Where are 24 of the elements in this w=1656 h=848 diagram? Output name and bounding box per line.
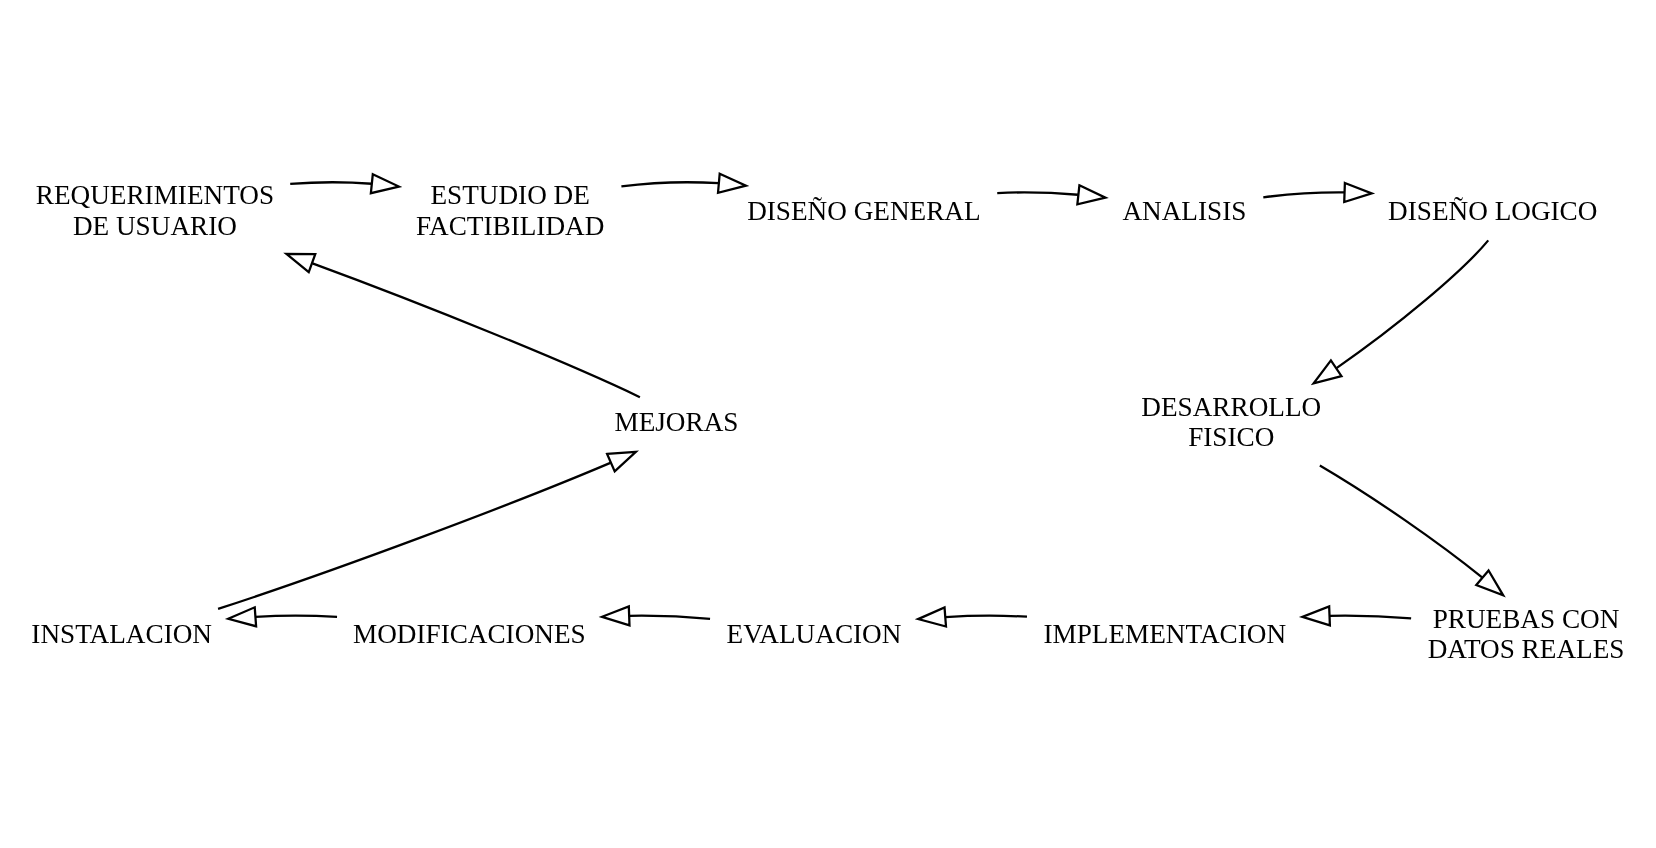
arrow [598, 604, 711, 627]
arrow [1319, 464, 1506, 598]
arrow [283, 252, 641, 398]
arrow [997, 183, 1109, 206]
node-text: ESTUDIO DE FACTIBILIDAD [415, 179, 605, 241]
node-text: DESARROLLO FISICO [1141, 391, 1322, 452]
arrow [914, 605, 1028, 628]
node-text: DISEÑO GENERAL [747, 195, 981, 226]
arrow [224, 605, 338, 628]
arrow [290, 172, 403, 195]
arrow [621, 171, 750, 194]
arrow [1310, 239, 1490, 385]
arrow [217, 449, 639, 610]
node-text: INSTALACION [31, 618, 212, 649]
node-text: ANALISIS [1122, 195, 1247, 226]
node-text: DISEÑO LOGICO [1388, 195, 1598, 226]
arrow [1298, 604, 1412, 627]
node-text: EVALUACION [726, 618, 902, 649]
arrow [1263, 180, 1376, 204]
node-text: PRUEBAS CON DATOS REALES [1427, 603, 1625, 664]
node-text: MODIFICACIONES [352, 618, 586, 649]
node-text: MEJORAS [614, 406, 739, 437]
node-text: REQUERIMIENTOS DE USUARIO [35, 179, 275, 241]
node-text: IMPLEMENTACION [1043, 618, 1287, 649]
